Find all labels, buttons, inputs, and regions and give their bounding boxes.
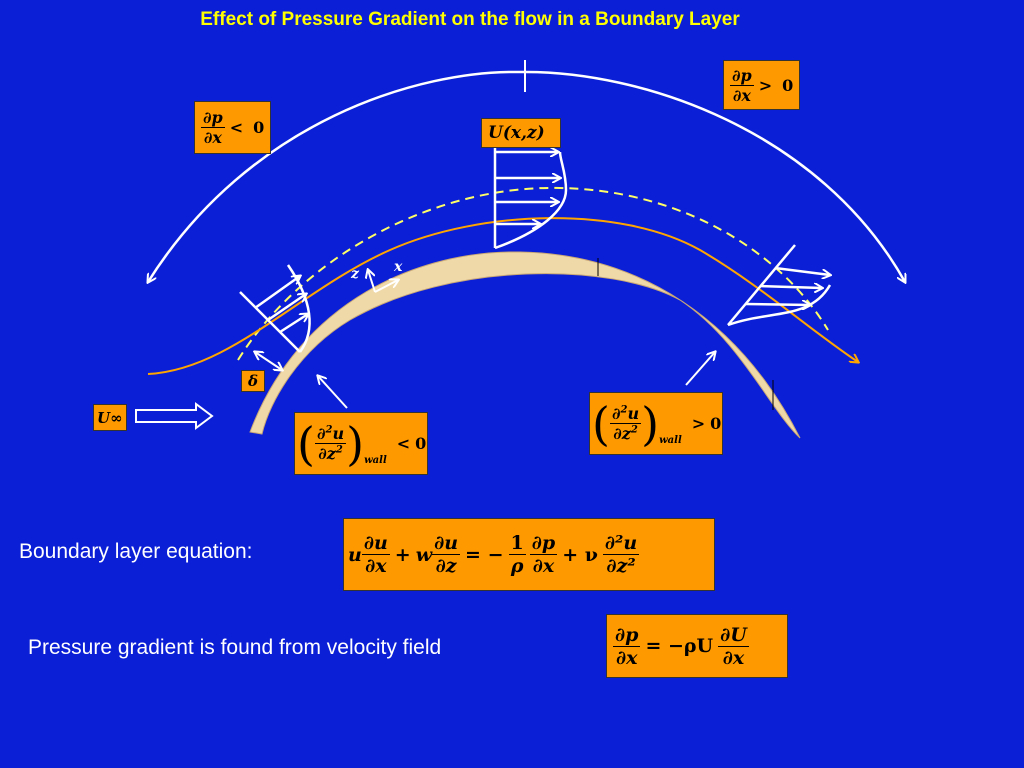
wall-right-num-v: u bbox=[627, 404, 640, 423]
wall-left-den-d: ∂z bbox=[318, 444, 336, 463]
streamline bbox=[147, 217, 858, 375]
bl-f2n: ∂u bbox=[432, 532, 461, 555]
bl-f2d: ∂z bbox=[435, 555, 457, 577]
bl-plus1: + bbox=[394, 543, 411, 566]
velocity-profile-left bbox=[239, 264, 311, 353]
bl-plus2: + ν bbox=[562, 543, 598, 566]
wall-left-sub: wall bbox=[364, 455, 387, 466]
paren-close: ) bbox=[641, 396, 660, 451]
wall-right-num-d: ∂ bbox=[611, 404, 621, 423]
grad-left-num: ∂p bbox=[201, 108, 225, 128]
pg-f2n: ∂U bbox=[718, 623, 749, 647]
paren-close: ) bbox=[346, 416, 365, 471]
wall-right-rhs: 0 bbox=[710, 414, 722, 433]
grad-right-rhs: 0 bbox=[782, 75, 794, 95]
wall-left-den-sup: 2 bbox=[335, 444, 343, 456]
bl-f1d: ∂x bbox=[365, 555, 387, 577]
delta-label: δ bbox=[248, 372, 259, 390]
pg-equation-box: ∂p∂x = −ρU ∂U∂x bbox=[606, 614, 788, 678]
freestream-arrow bbox=[135, 402, 214, 430]
axis-z-label: z bbox=[350, 266, 360, 282]
axis-x-label: x bbox=[393, 259, 403, 275]
grad-left-rhs: 0 bbox=[253, 118, 265, 137]
wall-right-sub: wall bbox=[659, 435, 682, 446]
bl-eq: = − bbox=[465, 543, 504, 566]
delta-arrow bbox=[255, 352, 282, 370]
pg-equation-label: Pressure gradient is found from velocity… bbox=[28, 636, 442, 659]
bl-t1: u bbox=[348, 543, 362, 566]
grad-right-rel: > bbox=[758, 75, 773, 95]
bl-f5n: ∂²u bbox=[602, 532, 640, 555]
wall-left-rel: < bbox=[396, 434, 411, 453]
bl-f5d: ∂z² bbox=[606, 555, 636, 577]
wall-right-den-d: ∂z bbox=[613, 424, 631, 443]
grad-left-rel: < bbox=[229, 118, 244, 137]
wall-left-num-v: u bbox=[332, 424, 345, 443]
bl-f3d: ρ bbox=[510, 555, 524, 577]
pointer-right bbox=[685, 352, 715, 386]
pointer-left bbox=[318, 376, 348, 409]
pg-f1d: ∂x bbox=[615, 646, 638, 669]
bl-t2: w bbox=[415, 543, 433, 566]
wall-right-den-sup: 2 bbox=[630, 424, 638, 436]
velocity-label-box: U(x,z) bbox=[481, 118, 561, 148]
wall-left-num-d: ∂ bbox=[316, 424, 326, 443]
grad-positive-box: ∂p∂x > 0 bbox=[723, 60, 800, 110]
pg-eq: = −ρU bbox=[645, 635, 714, 657]
pressure-arc bbox=[148, 70, 905, 282]
delta-label-box: δ bbox=[241, 370, 265, 392]
bl-equation-label: Boundary layer equation: bbox=[19, 540, 253, 563]
velocity-label: U(x,z) bbox=[488, 123, 545, 143]
grad-left-den: ∂x bbox=[203, 128, 222, 147]
page-title: Effect of Pressure Gradient on the flow … bbox=[200, 9, 740, 30]
z-axis-arrow bbox=[368, 270, 376, 293]
velocity-profile-right bbox=[727, 244, 830, 327]
boundary-layer-edge bbox=[237, 186, 829, 361]
wall-curvature-positive-box: ( ∂2u ∂z2 ) wall > 0 bbox=[589, 392, 723, 455]
bl-f4d: ∂x bbox=[532, 555, 555, 577]
x-axis-arrow bbox=[374, 280, 398, 293]
pg-f1n: ∂p bbox=[613, 623, 641, 647]
velocity-profile-middle bbox=[493, 148, 568, 250]
grad-right-num: ∂p bbox=[730, 65, 754, 86]
bl-f4n: ∂p bbox=[529, 532, 558, 555]
wall-left-num-sup: 2 bbox=[325, 424, 333, 436]
wall-right-num-sup: 2 bbox=[620, 404, 628, 416]
paren-open: ( bbox=[592, 396, 610, 451]
grad-right-den: ∂x bbox=[732, 85, 751, 105]
curved-surface bbox=[249, 251, 801, 439]
paren-open: ( bbox=[297, 416, 315, 471]
pg-f2d: ∂x bbox=[722, 646, 745, 669]
wall-left-rhs: 0 bbox=[415, 434, 427, 453]
grad-negative-box: ∂p∂x < 0 bbox=[194, 101, 271, 154]
freestream-label-box: U∞ bbox=[93, 404, 127, 431]
wall-curvature-negative-box: ( ∂2u ∂z2 ) wall < 0 bbox=[294, 412, 428, 475]
bl-f1n: ∂u bbox=[361, 532, 390, 555]
wall-right-rel: > bbox=[691, 414, 706, 433]
freestream-label: U∞ bbox=[97, 408, 123, 427]
bl-f3n: 1 bbox=[508, 532, 526, 555]
